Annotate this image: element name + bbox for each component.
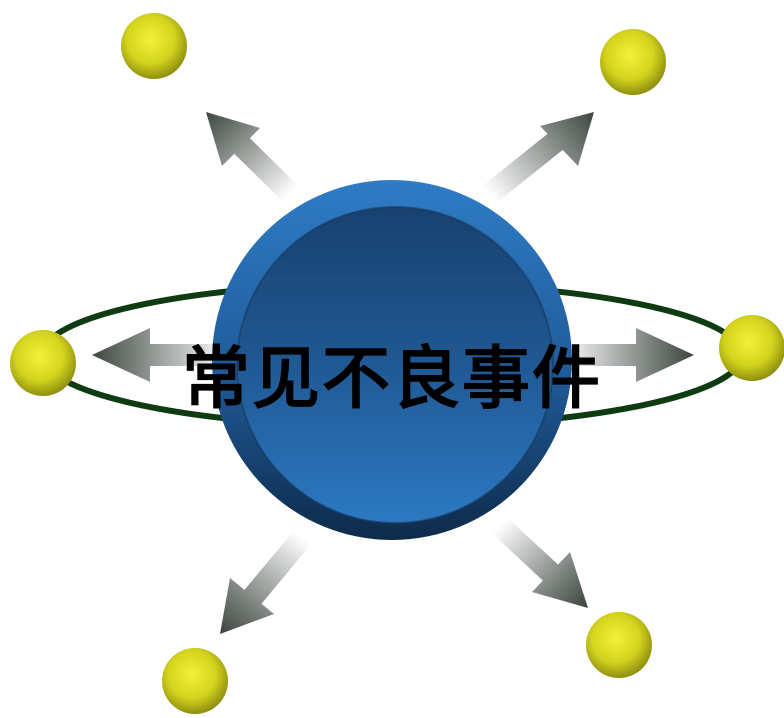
center-inner-circle (237, 207, 553, 523)
arrow-top-right (478, 112, 594, 207)
node-top-left (121, 13, 187, 79)
center-title: 常见不良事件 (181, 338, 602, 419)
node-left (10, 330, 76, 396)
node-bottom-left (162, 648, 228, 714)
arrow-bottom-right (490, 515, 588, 608)
node-right (719, 315, 784, 381)
node-bottom-right (586, 612, 652, 678)
arrow-top-left (206, 112, 303, 206)
arrow-bottom-left (220, 530, 311, 634)
center-hub (212, 180, 572, 540)
node-top-right (600, 29, 666, 95)
